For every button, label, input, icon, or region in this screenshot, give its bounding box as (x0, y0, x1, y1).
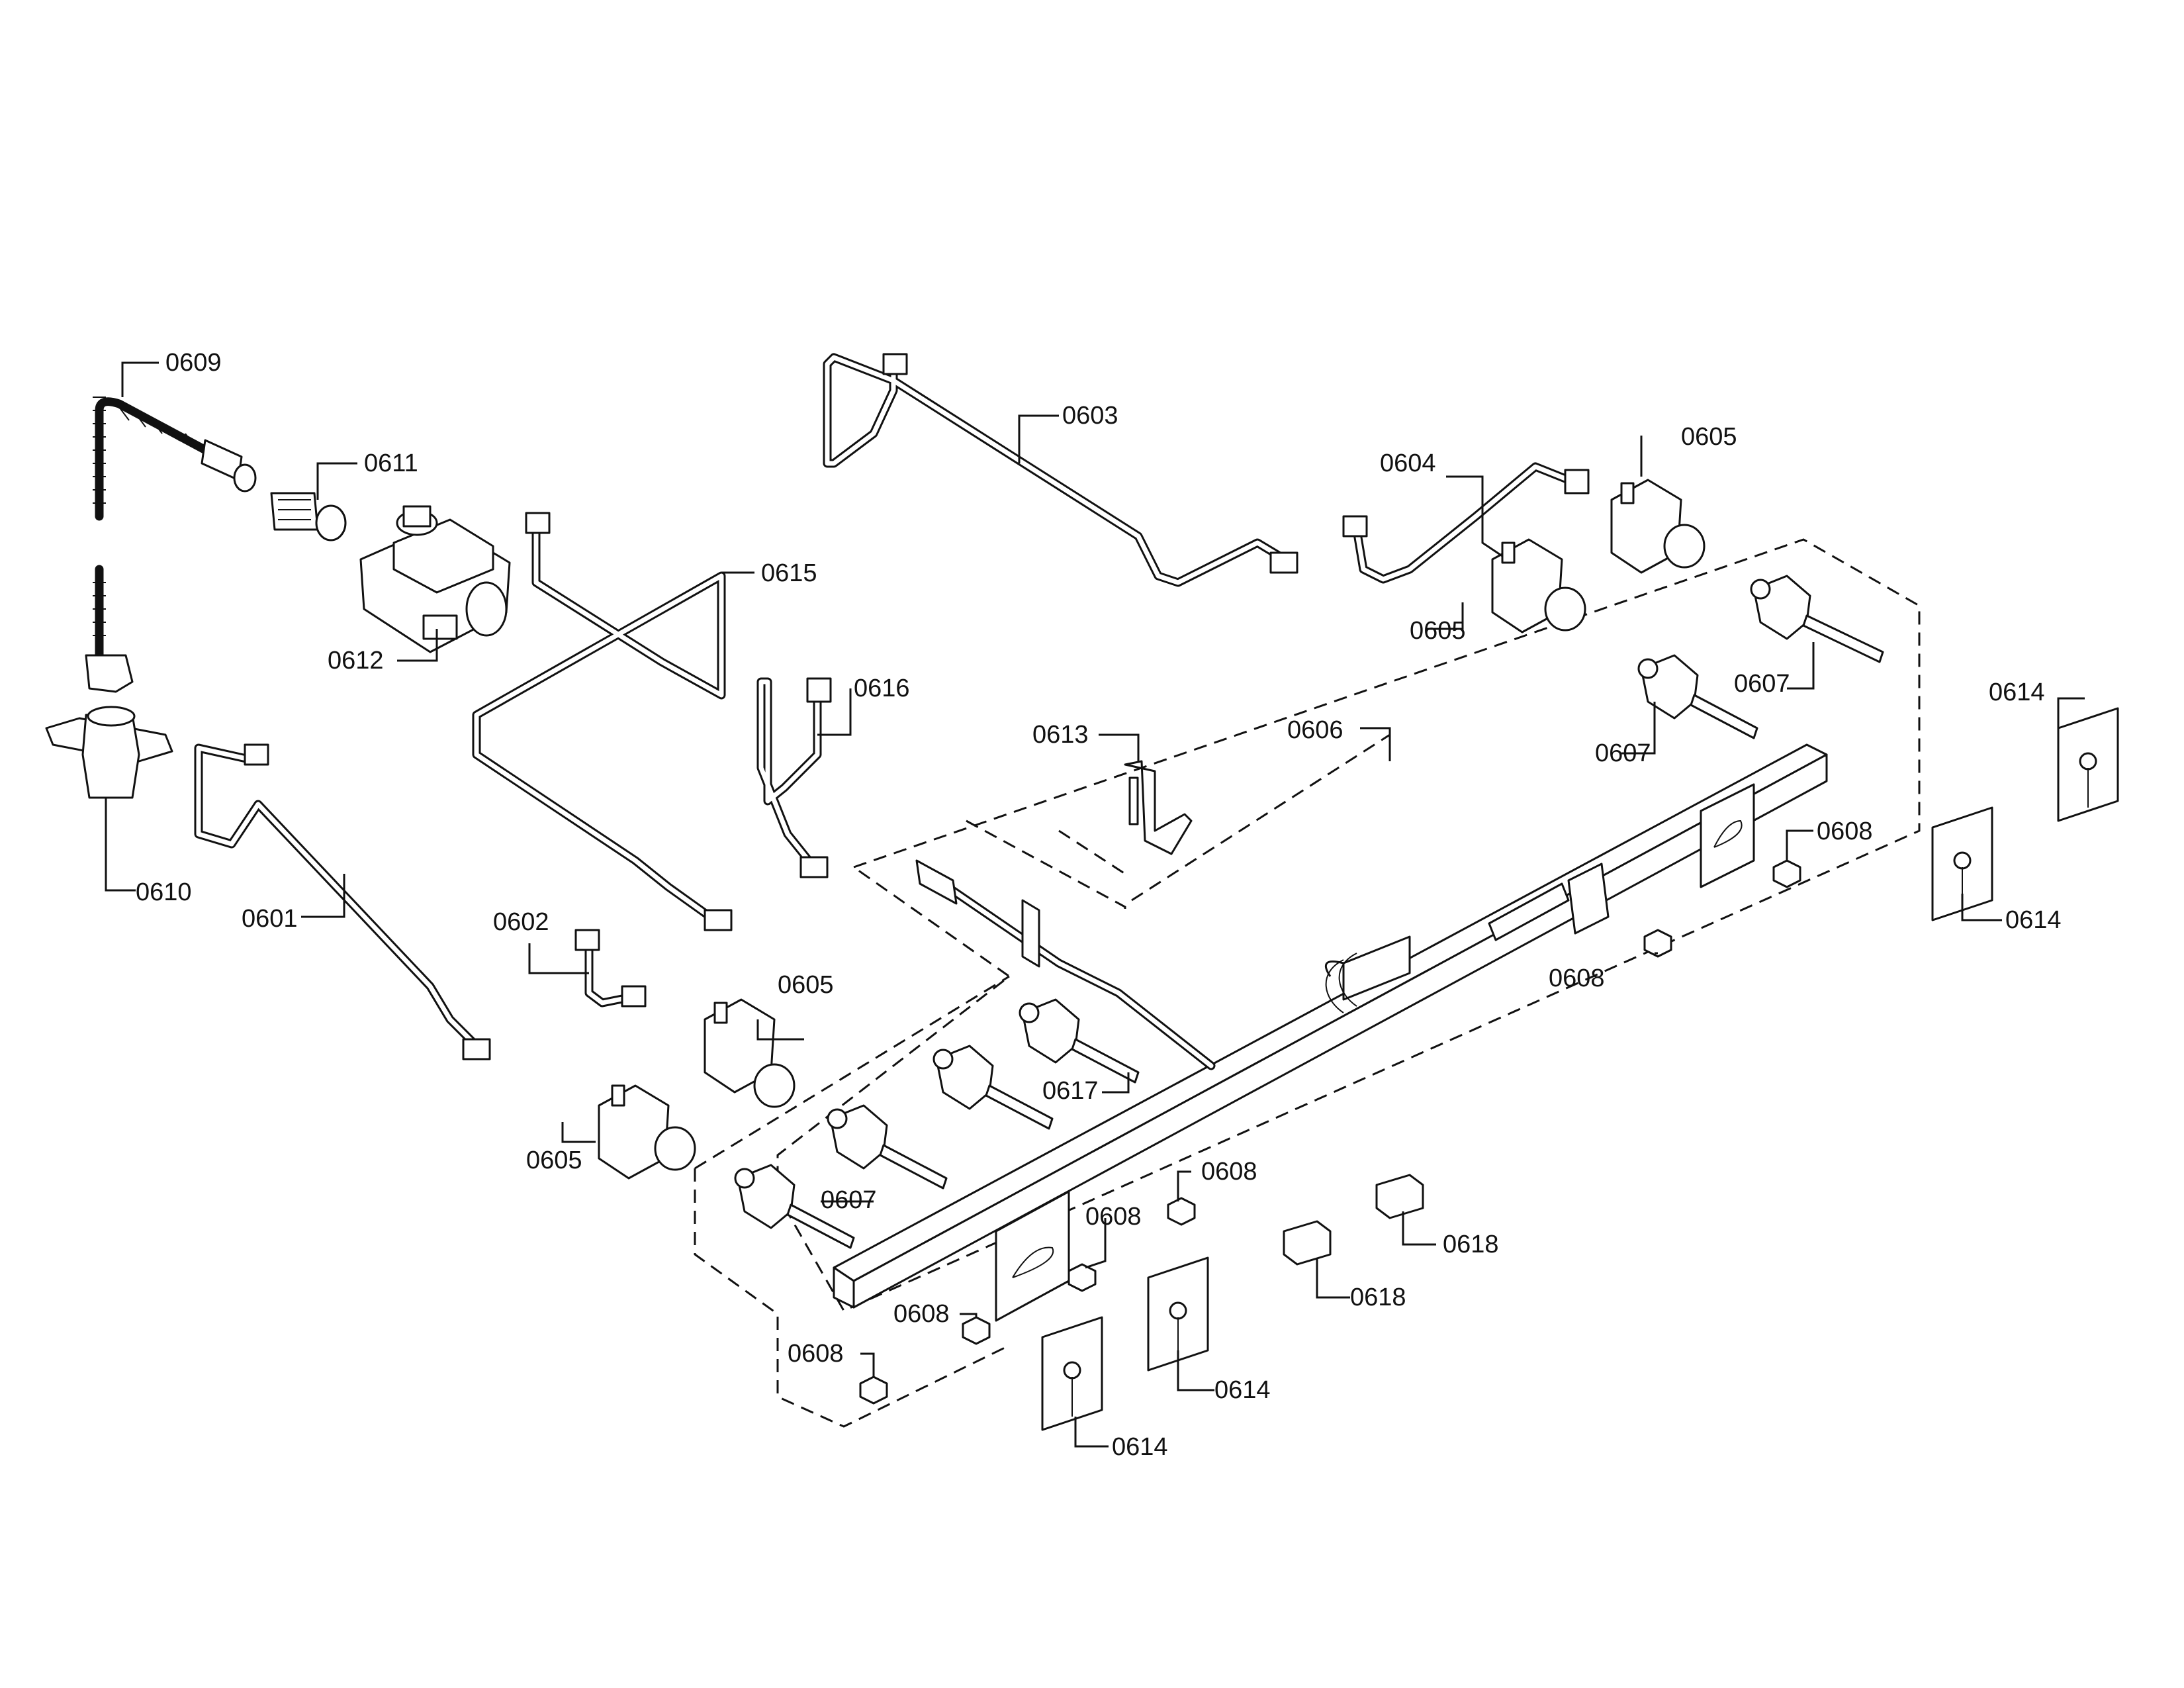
callout-0614: 0614 (2005, 906, 2062, 934)
tube-0604 (1342, 462, 1590, 584)
callout-0616: 0616 (854, 675, 910, 702)
callout-0614: 0614 (1989, 679, 2045, 706)
callout-0607: 0607 (821, 1186, 877, 1214)
callout-0615: 0615 (761, 559, 817, 587)
gas-valve-2 (827, 1104, 948, 1190)
bracket-0613 (1124, 760, 1193, 855)
switch-board-3 (1931, 806, 1993, 921)
callout-0610: 0610 (136, 878, 192, 906)
assembly-outline-0606 (776, 538, 1921, 1312)
callout-0605: 0605 (778, 971, 834, 999)
tube-0616 (756, 677, 832, 878)
microswitch-group (1283, 1174, 1424, 1266)
callout-0608: 0608 (1085, 1203, 1142, 1231)
fitting-0611 (270, 492, 347, 541)
callout-labels: 0609 0611 0612 0610 0601 0615 0616 0602 … (136, 349, 2062, 1461)
solenoid-valve-lower-left (598, 1084, 696, 1180)
switch-board-group (1041, 707, 2119, 1431)
leader-lines (105, 361, 2085, 1448)
tube-0601 (194, 743, 491, 1060)
manifold-rail (833, 743, 1828, 1322)
callout-0603: 0603 (1062, 402, 1118, 430)
callout-0608: 0608 (1201, 1158, 1257, 1186)
callout-0611: 0611 (364, 449, 418, 477)
regulator-0612 (359, 505, 511, 653)
callout-0614: 0614 (1112, 1433, 1168, 1461)
callout-0605: 0605 (1410, 617, 1466, 645)
solenoid-valve-upper-right (1610, 479, 1706, 574)
callout-0606: 0606 (1287, 716, 1343, 744)
flex-gas-line-0609 (85, 397, 257, 693)
tube-0602 (574, 929, 647, 1008)
gas-valve-1 (734, 1164, 855, 1249)
nut-group (859, 859, 1801, 1405)
callout-0613: 0613 (1032, 721, 1089, 749)
bracket-0610 (45, 706, 173, 799)
callout-0608: 0608 (788, 1340, 844, 1368)
assembly-outline-lower (694, 975, 1010, 1428)
callout-0617: 0617 (1042, 1077, 1099, 1105)
callout-0609: 0609 (165, 349, 222, 377)
callout-0608: 0608 (1549, 964, 1605, 992)
solenoid-valve-upper-left (704, 998, 796, 1108)
callout-0612: 0612 (328, 647, 384, 675)
callout-0602: 0602 (493, 908, 549, 936)
switch-board-4 (2057, 707, 2119, 822)
callout-0618: 0618 (1350, 1284, 1406, 1311)
callout-0605: 0605 (1681, 423, 1737, 451)
callout-0604: 0604 (1380, 449, 1436, 477)
gas-valve-group (734, 575, 1884, 1249)
tube-0615 (472, 512, 733, 931)
callout-0605: 0605 (526, 1147, 582, 1174)
manifold-tube (915, 859, 1216, 1070)
gas-valve-4 (1019, 998, 1140, 1084)
gas-valve-3 (933, 1045, 1054, 1130)
callout-0608: 0608 (893, 1300, 950, 1328)
callout-0607: 0607 (1734, 670, 1790, 698)
gas-valve-6 (1750, 575, 1884, 663)
switch-board-1 (1041, 1316, 1103, 1431)
solenoid-valve-mid-right (1491, 538, 1586, 633)
tube-0603 (823, 353, 1298, 587)
callout-0607: 0607 (1595, 739, 1651, 767)
callout-0601: 0601 (242, 905, 298, 933)
switch-board-2 (1147, 1256, 1209, 1372)
callout-0608: 0608 (1817, 818, 1873, 845)
callout-0618: 0618 (1443, 1231, 1499, 1258)
callout-0614: 0614 (1214, 1376, 1271, 1404)
